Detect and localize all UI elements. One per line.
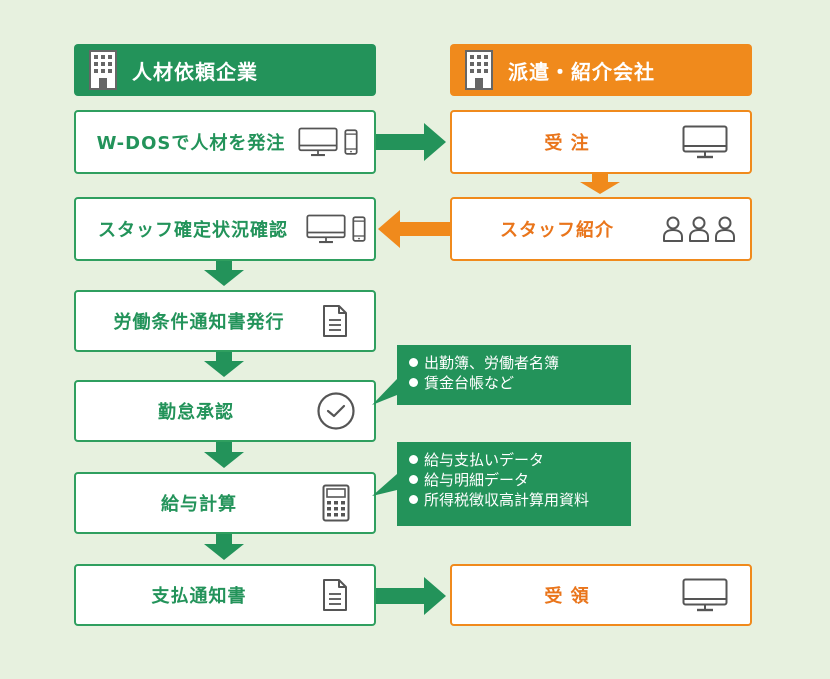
calculator-icon <box>322 484 350 522</box>
note-item: 出勤簿、労働者名簿 <box>409 353 619 373</box>
step-labor-notice-label: 労働条件通知書発行 <box>113 312 285 333</box>
step-staff-confirm-label: スタッフ確定状況確認 <box>98 220 288 241</box>
client-header-label: 人材依頼企業 <box>132 59 258 84</box>
step-receipt: 受 領 <box>450 564 752 626</box>
step-payment-notice-label: 支払通知書 <box>151 586 247 607</box>
client-header: 人材依頼企業 <box>74 44 376 96</box>
step-receive-order-label: 受 注 <box>544 133 590 154</box>
attendance-note: 出勤簿、労働者名簿 賃金台帳など <box>397 345 631 405</box>
note-item: 給与明細データ <box>409 470 619 490</box>
payroll-note: 給与支払いデータ 給与明細データ 所得税徴収高計算用資料 <box>397 442 631 526</box>
step-payroll-label: 給与計算 <box>161 494 237 515</box>
step-payment-notice: 支払通知書 <box>74 564 376 626</box>
arrow-order-to-receive <box>376 123 446 161</box>
arrow-intro-to-confirm <box>378 210 450 248</box>
arrow-payment-to-receipt <box>376 577 446 615</box>
arrow-labor-to-attendance <box>204 352 244 377</box>
step-staff-confirm: スタッフ確定状況確認 <box>74 197 376 261</box>
arrow-receive-to-intro <box>580 174 620 194</box>
note-item: 所得税徴収高計算用資料 <box>409 490 619 510</box>
note-item: 賃金台帳など <box>409 373 619 393</box>
step-staff-intro-label: スタッフ紹介 <box>500 220 614 241</box>
payroll-note-pointer <box>372 474 397 496</box>
agency-header-label: 派遣・紹介会社 <box>508 59 655 84</box>
step-labor-notice: 労働条件通知書発行 <box>74 290 376 352</box>
step-attendance: 勤怠承認 <box>74 380 376 442</box>
step-staff-intro: スタッフ紹介 <box>450 197 752 261</box>
arrow-attendance-to-payroll <box>204 442 244 468</box>
step-payroll: 給与計算 <box>74 472 376 534</box>
step-order: W-DOSで人材を発注 <box>74 110 376 174</box>
step-attendance-label: 勤怠承認 <box>158 402 234 423</box>
note-item: 給与支払いデータ <box>409 450 619 470</box>
attendance-note-pointer <box>372 379 397 405</box>
arrow-payroll-to-payment <box>204 534 244 560</box>
agency-header: 派遣・紹介会社 <box>450 44 752 96</box>
clock-icon <box>317 392 355 430</box>
step-order-label: W-DOSで人材を発注 <box>96 133 286 154</box>
arrow-confirm-to-labor <box>204 261 244 286</box>
step-receive-order: 受 注 <box>450 110 752 174</box>
step-receipt-label: 受 領 <box>544 586 590 607</box>
